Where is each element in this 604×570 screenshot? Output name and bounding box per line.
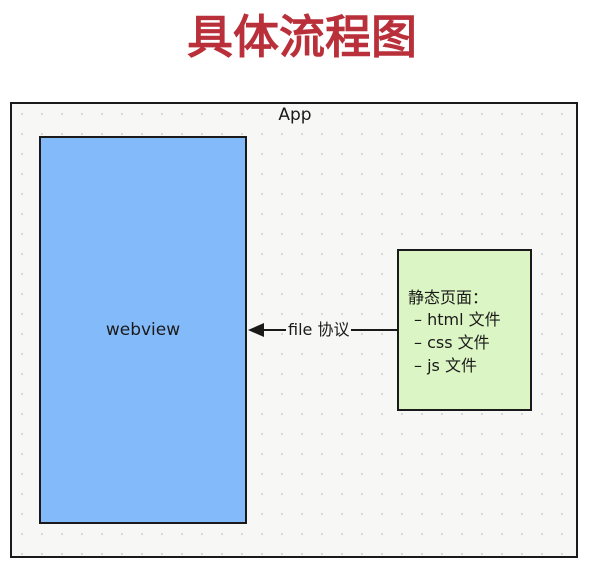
arrow-label: file 协议 (286, 319, 352, 341)
app-label: App (278, 105, 312, 125)
static-item-css: – css 文件 (414, 333, 490, 352)
webview-box (39, 136, 247, 524)
static-item-html: – html 文件 (414, 310, 501, 329)
static-item-js: – js 文件 (414, 356, 477, 375)
diagram-title: 具体流程图 (187, 10, 417, 64)
static-page-box (397, 249, 532, 411)
static-page-title: 静态页面： (408, 288, 489, 307)
webview-label: webview (105, 320, 181, 340)
